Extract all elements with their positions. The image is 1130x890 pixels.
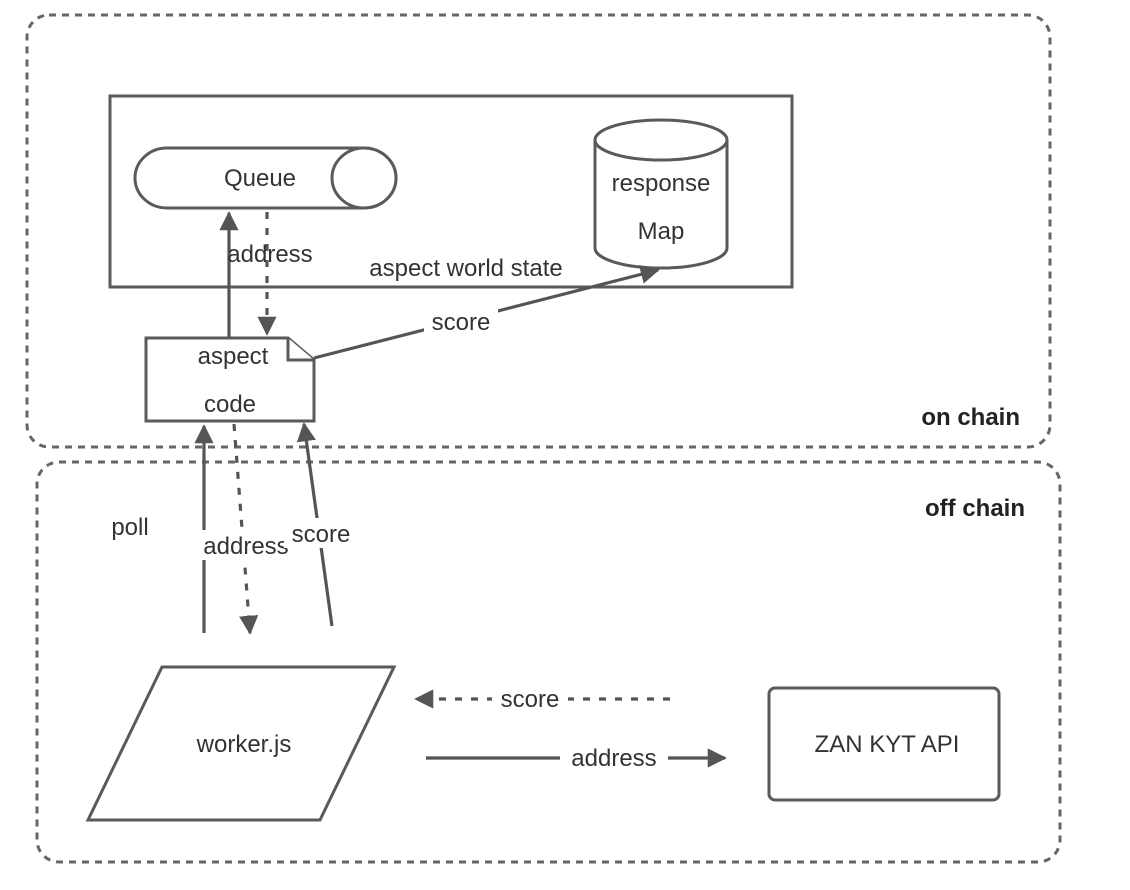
edge-label-address-to-api: address [571, 745, 656, 772]
edge-label-queue-address: address [227, 241, 312, 268]
aspect-code-node[interactable]: aspect code [144, 336, 316, 423]
queue-label: Queue [224, 165, 296, 192]
response-map-label-line1: response [612, 170, 711, 197]
edge-label-world-state: aspect world state [369, 255, 562, 282]
edge-label-address-down: address [203, 533, 288, 560]
zan-kyt-api-node[interactable]: ZAN KYT API [767, 686, 1001, 802]
queue-node[interactable]: Queue [133, 146, 398, 210]
on-chain-region [25, 13, 1052, 449]
edge-label-poll: poll [111, 514, 148, 541]
on-chain-label: on chain [921, 404, 1020, 431]
worker-label: worker.js [196, 731, 292, 758]
edge-label-score-to-map: score [432, 309, 491, 336]
response-map-label-line2: Map [638, 218, 685, 245]
edge-label-score-from-api: score [501, 686, 560, 713]
edge-aspect-to-worker [232, 423, 259, 635]
zan-kyt-api-label: ZAN KYT API [815, 731, 960, 758]
response-map-node[interactable]: response Map [593, 118, 729, 270]
aspect-code-label-line2: code [204, 391, 256, 418]
worker-node[interactable]: worker.js [85, 665, 397, 822]
edge-label-score-up: score [292, 521, 351, 548]
off-chain-label: off chain [925, 495, 1025, 522]
aspect-code-label-line1: aspect [198, 343, 269, 370]
